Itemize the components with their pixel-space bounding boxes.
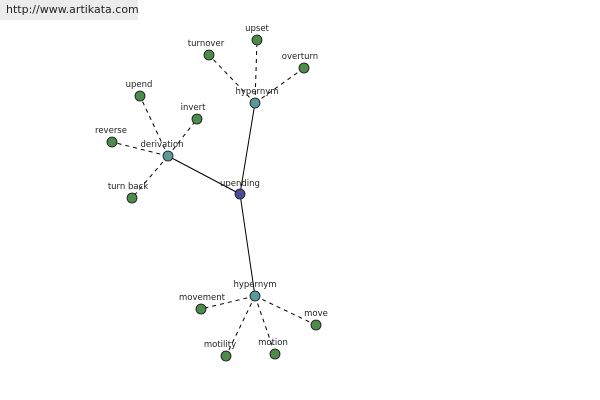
node-circle-hypernym-top[interactable] xyxy=(249,97,261,109)
edge-hypernym-bottom-to-motion xyxy=(254,295,276,355)
node-label-derivation[interactable]: derivation xyxy=(140,140,183,150)
node-circle-hypernym-bottom[interactable] xyxy=(249,290,261,302)
node-circle-move[interactable] xyxy=(310,319,322,331)
edge-hypernym-bottom-to-motility xyxy=(225,295,256,357)
node-circle-turnover[interactable] xyxy=(203,49,215,61)
node-circle-turn-back[interactable] xyxy=(126,192,138,204)
node-motion[interactable]: motion xyxy=(258,338,288,360)
graph-nodes: upending hypernym derivation hypernym turnov… xyxy=(95,24,328,362)
node-circle-reverse[interactable] xyxy=(106,136,118,148)
node-label-turn-back[interactable]: turn back xyxy=(108,182,148,192)
node-turn-back[interactable]: turn back xyxy=(108,182,148,204)
node-circle-upend[interactable] xyxy=(134,90,146,102)
node-derivation[interactable]: derivation xyxy=(140,140,184,162)
edge-derivation-to-invert xyxy=(167,118,198,157)
node-label-upset[interactable]: upset xyxy=(245,24,269,34)
edge-hypernym-top-to-upset xyxy=(254,39,258,104)
edge-derivation-to-turn-back xyxy=(131,155,169,199)
node-label-reverse[interactable]: reverse xyxy=(95,126,127,136)
node-label-turnover[interactable]: turnover xyxy=(188,39,225,49)
node-circle-motion[interactable] xyxy=(269,348,281,360)
node-label-hypernym-top[interactable]: hypernym xyxy=(235,87,278,97)
node-movement[interactable]: movement xyxy=(179,293,226,315)
edge-hypernym-bottom-to-movement xyxy=(200,295,256,310)
edge-hypernym-top-to-overturn xyxy=(254,67,305,104)
node-circle-upending[interactable] xyxy=(234,188,246,200)
node-circle-derivation[interactable] xyxy=(162,150,174,162)
edge-upending-to-derivation xyxy=(167,155,241,195)
graph-edges xyxy=(111,39,317,357)
node-invert[interactable]: invert xyxy=(181,103,207,125)
node-label-motion[interactable]: motion xyxy=(258,338,288,348)
node-label-movement[interactable]: movement xyxy=(179,293,226,303)
edge-hypernym-bottom-to-move xyxy=(254,295,317,326)
edge-derivation-to-reverse xyxy=(111,141,169,157)
node-circle-upset[interactable] xyxy=(251,34,263,46)
url-banner[interactable]: http://www.artikata.com xyxy=(0,0,139,20)
node-label-invert[interactable]: invert xyxy=(181,103,207,113)
node-label-hypernym-bottom[interactable]: hypernym xyxy=(233,280,276,290)
node-circle-invert[interactable] xyxy=(191,113,203,125)
edge-derivation-to-upend xyxy=(139,95,169,157)
node-upend[interactable]: upend xyxy=(126,80,153,102)
node-hypernym-top[interactable]: hypernym xyxy=(235,87,279,109)
node-upending[interactable]: upending xyxy=(220,179,260,200)
node-reverse[interactable]: reverse xyxy=(95,126,127,148)
node-turnover[interactable]: turnover xyxy=(188,39,225,61)
node-upset[interactable]: upset xyxy=(245,24,270,46)
node-motility[interactable]: motility xyxy=(204,340,236,362)
edge-upending-to-hypernym-top xyxy=(239,102,256,195)
node-label-overturn[interactable]: overturn xyxy=(282,52,318,62)
node-circle-overturn[interactable] xyxy=(298,62,310,74)
node-hypernym-bottom[interactable]: hypernym xyxy=(233,280,277,302)
node-circle-movement[interactable] xyxy=(195,303,207,315)
node-label-move[interactable]: move xyxy=(304,309,328,319)
edge-hypernym-top-to-turnover xyxy=(208,54,256,104)
node-label-motility[interactable]: motility xyxy=(204,340,236,350)
node-label-upend[interactable]: upend xyxy=(126,80,153,90)
node-circle-motility[interactable] xyxy=(220,350,232,362)
node-move[interactable]: move xyxy=(304,309,328,331)
node-label-upending[interactable]: upending xyxy=(220,179,260,189)
node-overturn[interactable]: overturn xyxy=(282,52,318,74)
edge-upending-to-hypernym-bottom xyxy=(239,193,256,297)
